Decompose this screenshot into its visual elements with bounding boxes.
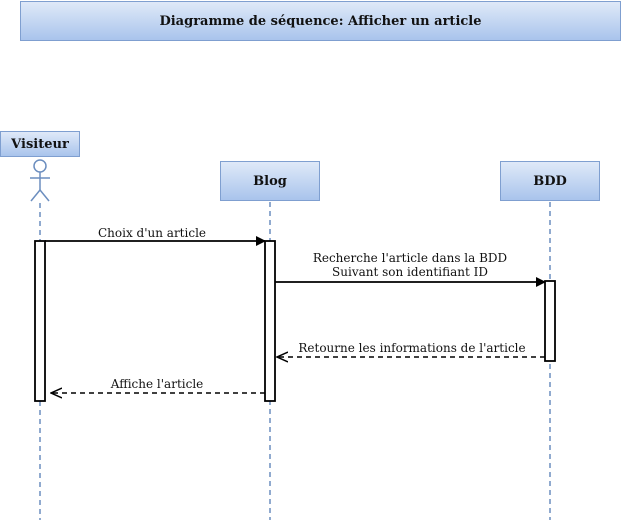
participant-visitor-label: Visiteur — [11, 136, 69, 152]
message-label-retourne: Retourne les informations de l'article — [298, 341, 525, 355]
participant-bdd-label: BDD — [533, 173, 567, 189]
diagram-title-text: Diagramme de séquence: Afficher un artic… — [159, 13, 482, 29]
message-label-recherche-line1: Recherche l'article dans la BDD — [313, 251, 507, 265]
activation-visitor[interactable] — [34, 240, 46, 402]
participant-blog[interactable]: Blog — [220, 161, 320, 201]
visitor-actor-icon — [30, 159, 50, 202]
participant-blog-label: Blog — [253, 173, 287, 189]
activation-blog[interactable] — [264, 240, 276, 402]
participant-bdd[interactable]: BDD — [500, 161, 600, 201]
diagram-title: Diagramme de séquence: Afficher un artic… — [20, 1, 621, 41]
message-label-affiche: Affiche l'article — [110, 377, 204, 391]
activation-bdd[interactable] — [544, 280, 556, 362]
participant-visitor[interactable]: Visiteur — [0, 131, 80, 157]
message-label-choix: Choix d'un article — [98, 226, 206, 240]
message-label-recherche-line2: Suivant son identifiant ID — [332, 265, 488, 279]
